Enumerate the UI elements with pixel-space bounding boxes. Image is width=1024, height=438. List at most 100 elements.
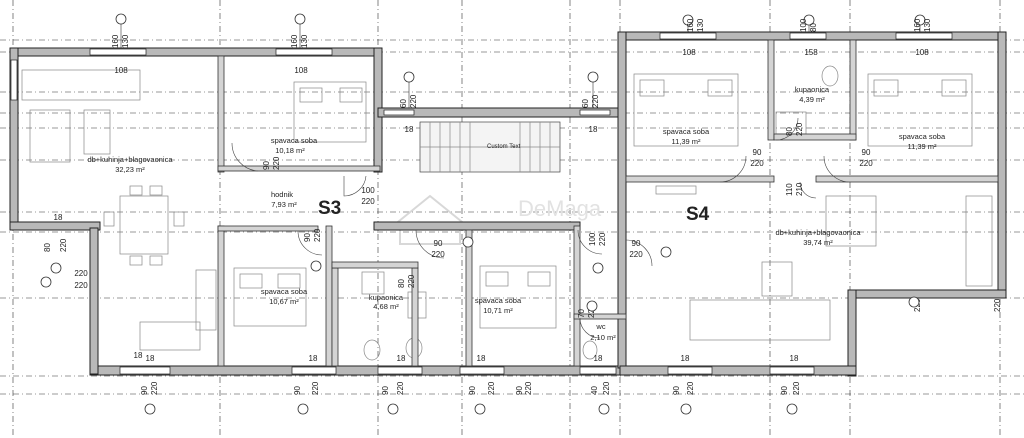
room-s4-wc-area: 2,10 m² <box>590 333 616 342</box>
dim-left-a: 80 <box>43 243 52 252</box>
top-callouts: 160 130 108 160 130 108 60 220 18 60 220… <box>111 13 932 134</box>
dim-top-win1-b: 130 <box>121 34 130 48</box>
dim-top-win2-a: 160 <box>290 34 299 48</box>
staircase: Custom Text <box>419 121 561 173</box>
dim-door-entry-a: 100 <box>361 186 375 195</box>
dim-door-s3hall-a: 90 <box>303 233 312 242</box>
dim-left-b: 220 <box>59 238 68 252</box>
doors <box>231 117 849 339</box>
dim-top-win3-b: 130 <box>696 18 705 32</box>
dim-top-win5-w: 108 <box>915 48 929 57</box>
dim-door-entry-b: 220 <box>361 197 375 206</box>
dim-bottom-wall-3: 18 <box>397 354 406 363</box>
dim-door-s4-bed1-a: 90 <box>753 148 762 157</box>
windows <box>10 32 953 375</box>
room-s4-wc-name: wc <box>595 322 605 331</box>
furniture <box>21 65 993 361</box>
room-s4-bath-name: kupaonica <box>795 85 830 94</box>
room-s4-living-area: 39,74 m² <box>803 238 833 247</box>
dim-top-win2-w: 108 <box>294 66 308 75</box>
dim-top-win4-a: 100 <box>799 18 808 32</box>
dim-door-s4liv-b: 220 <box>629 250 643 259</box>
dim-stair-left-w: 18 <box>405 125 414 134</box>
dim-stair-left-a: 60 <box>399 99 408 108</box>
room-labels: db+kuhinja+blagovaonica 32,23 m² spavaca… <box>87 85 946 342</box>
room-s3-bed1-area: 10,18 m² <box>275 146 305 155</box>
dim-door-bath-a: 80 <box>397 279 406 288</box>
room-s4-bed1-area: 11,39 m² <box>671 137 701 146</box>
walls <box>9 31 1007 377</box>
dim-door-bath-b: 220 <box>407 274 416 288</box>
dim-top-win5-b: 130 <box>923 18 932 32</box>
watermark-text: DeMaga <box>518 196 602 221</box>
dim-bottom3-b: 220 <box>396 381 405 395</box>
room-s4-bed2-name: spavaca soba <box>899 132 946 141</box>
dim-bottom6-b: 220 <box>602 381 611 395</box>
dim-door-s4-bed2-b: 220 <box>859 159 873 168</box>
room-s4-living-name: db+kuhinja+blagovaonica <box>775 228 861 237</box>
dim-left-wall: 18 <box>54 213 63 222</box>
dim-door-s4-bath-b: 220 <box>795 122 804 136</box>
room-s3-living-name: db+kuhinja+blagovaonica <box>87 155 173 164</box>
dim-bottom-wall-5: 18 <box>594 354 603 363</box>
door-dims-upper: 90 220 100 220 90 220 80 220 90 220 110 … <box>262 122 873 206</box>
dim-left-d: 220 <box>74 281 88 290</box>
dim-bottom-wall-6: 18 <box>681 354 690 363</box>
watermark: DeMaga <box>387 194 602 245</box>
stair-note: Custom Text <box>487 144 521 150</box>
dim-top-win3-a: 160 <box>686 18 695 32</box>
dim-door-bed2-a: 90 <box>434 239 443 248</box>
dim-door-s4-bed2-a: 90 <box>862 148 871 157</box>
room-s4-bed2-area: 11,39 m² <box>907 142 937 151</box>
dim-door-s4h-b: 220 <box>598 232 607 246</box>
dim-left-c: 220 <box>74 269 88 278</box>
dim-bottom-wall-7: 18 <box>790 354 799 363</box>
dim-bottom8-a: 90 <box>780 386 789 395</box>
dim-top-win1-a: 160 <box>111 34 120 48</box>
room-s3-bed2-name: spavaca soba <box>261 287 308 296</box>
dim-door-s4-bed1-b: 220 <box>750 159 764 168</box>
room-s3-hall-name: hodnik <box>271 190 293 199</box>
dim-bottom-wall-4: 18 <box>477 354 486 363</box>
dim-door-s4-entry-b: 210 <box>795 182 804 196</box>
dim-bottom-wall-8: 18 <box>134 351 143 360</box>
room-s3-bath-name: kupaonica <box>369 293 404 302</box>
dim-door-bed2-b: 220 <box>431 250 445 259</box>
bottom-dims: 18 18 18 18 18 18 18 18 90 220 90 220 90… <box>134 351 801 415</box>
dim-bottom2-b: 220 <box>311 381 320 395</box>
dim-door-s3hall-b: 220 <box>313 228 322 242</box>
dim-top-win3-w: 108 <box>682 48 696 57</box>
room-s3-bed3-area: 10,71 m² <box>483 306 513 315</box>
dim-stair-left-b: 220 <box>409 94 418 108</box>
dim-bottom7-b: 220 <box>686 381 695 395</box>
dim-bottom3-a: 90 <box>381 386 390 395</box>
dim-top-win1-w: 108 <box>114 66 128 75</box>
dim-door-bed1-b: 220 <box>272 156 281 170</box>
dim-bottom4-b: 220 <box>487 381 496 395</box>
dim-top-win2-b: 130 <box>300 34 309 48</box>
room-s4-bath-area: 4,39 m² <box>799 95 825 104</box>
dim-stair-right-w: 18 <box>589 125 598 134</box>
room-s3-bath-area: 4,68 m² <box>373 302 399 311</box>
dim-top-win5-a: 160 <box>913 18 922 32</box>
unit-s3-label: S3 <box>318 198 341 219</box>
room-s3-bed2-area: 10,67 m² <box>269 297 299 306</box>
dim-top-win4-w: 158 <box>804 48 818 57</box>
room-s3-bed3-name: spavaca soba <box>475 296 522 305</box>
dim-stair-right-b: 220 <box>591 94 600 108</box>
dim-bottom4-a: 90 <box>468 386 477 395</box>
dim-bottom-wall-1: 18 <box>146 354 155 363</box>
dim-bottom8-b: 220 <box>792 381 801 395</box>
room-s3-bed1-name: spavaca soba <box>271 136 318 145</box>
dim-bottom7-a: 90 <box>672 386 681 395</box>
dim-bottom-wall-2: 18 <box>309 354 318 363</box>
dim-door-s4-bath-a: 80 <box>785 127 794 136</box>
room-s3-hall-area: 7,93 m² <box>271 200 297 209</box>
dim-bottom6-a: 40 <box>590 386 599 395</box>
dim-door-s4liv-a: 90 <box>632 239 641 248</box>
dim-bottom1-a: 90 <box>140 386 149 395</box>
dim-bottom1-b: 220 <box>150 381 159 395</box>
dim-top-win4-b: 80 <box>809 23 818 32</box>
dim-bottom5-a: 90 <box>515 386 524 395</box>
